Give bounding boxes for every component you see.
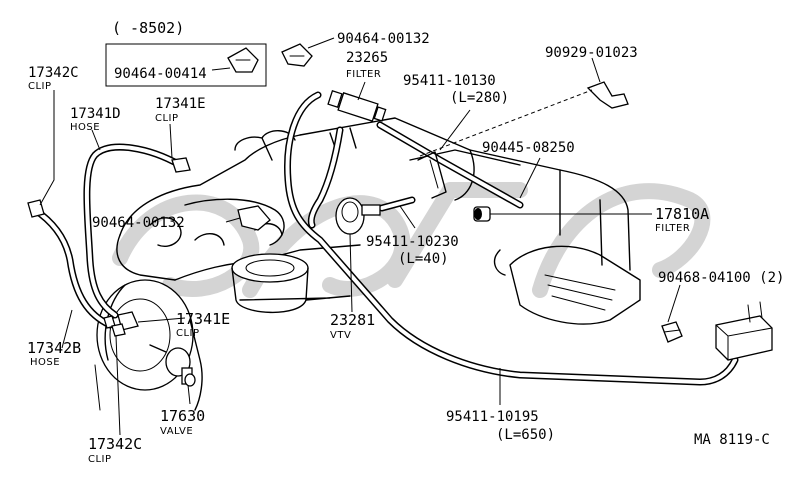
part-number: 90464-00132 <box>92 215 185 231</box>
callout-90445-08250: 90445-08250 <box>482 140 575 156</box>
part-length: (L=280) <box>450 90 509 106</box>
callout-95411-10130: 95411-10130 (L=280) <box>403 73 509 106</box>
callout-90464-00414: 90464-00414 <box>114 66 207 82</box>
part-length: (L=650) <box>496 427 555 443</box>
callout-17810a: 17810A FILTER <box>655 205 709 234</box>
part-name: FILTER <box>655 223 690 234</box>
bracket-90464-00132-top-part <box>281 43 313 67</box>
part-number: 17341D <box>70 106 121 122</box>
bracket-90929-01023-part <box>586 81 629 109</box>
valve-17630-part <box>149 344 196 387</box>
canister-part <box>715 301 773 361</box>
part-name: CLIP <box>176 328 200 339</box>
part-number: 17810A <box>655 205 709 223</box>
filter-23265-part <box>327 89 387 122</box>
vtv-23281-part <box>335 197 381 235</box>
part-number: 17342B <box>27 339 81 357</box>
part-name: FILTER <box>346 69 381 80</box>
callout-17341e-bot: 17341E CLIP <box>176 310 230 339</box>
part-name: CLIP <box>155 113 179 124</box>
hose-17341d <box>83 143 184 319</box>
callout-90929-01023: 90929-01023 <box>545 45 638 61</box>
part-number: 90464-00132 <box>337 31 430 47</box>
callout-90468-04100: 90468-04100 (2) <box>658 270 784 286</box>
callout-17630: 17630 VALVE <box>160 407 205 437</box>
callout-23281: 23281 VTV <box>330 311 375 341</box>
callout-23265: 23265 FILTER <box>346 50 388 80</box>
part-name: CLIP <box>28 81 52 92</box>
hose-right-upper <box>376 121 524 209</box>
watermark <box>112 182 711 298</box>
date-range-label: ( -8502) <box>112 19 184 37</box>
part-number: 17342C <box>28 65 79 81</box>
bracket-90464-00132-mid-part <box>237 205 271 231</box>
part-number: 17341E <box>155 96 206 112</box>
part-number: 17341E <box>176 310 230 328</box>
leader-lines <box>39 37 681 436</box>
callout-17341d: 17341D HOSE <box>70 106 121 133</box>
clip-17342c-bot-part <box>111 323 126 337</box>
part-length: (L=40) <box>398 251 449 267</box>
part-number: 95411-10130 <box>403 73 496 89</box>
part-number: 95411-10230 <box>366 234 459 250</box>
engine-manifold <box>94 117 641 411</box>
part-number: 90929-01023 <box>545 45 638 61</box>
part-number: 95411-10195 <box>446 409 539 425</box>
figure-id: MA 8119-C <box>694 432 770 448</box>
hose-95411-10130 <box>307 126 344 229</box>
callout-17342b: 17342B HOSE <box>27 339 81 368</box>
part-name: HOSE <box>30 357 60 368</box>
part-number: 90468-04100 (2) <box>658 270 784 286</box>
callout-17341e-top: 17341E CLIP <box>155 96 206 124</box>
dashed-reference-line <box>419 89 593 157</box>
callout-17342c-top: 17342C CLIP <box>28 65 79 92</box>
part-number: 23281 <box>330 311 375 329</box>
date-box: ( -8502) <box>105 19 267 87</box>
hose-95411-10230 <box>378 196 416 212</box>
filter-17810a-part <box>473 206 491 222</box>
part-number: 17630 <box>160 407 205 425</box>
bracket-90445-08250-part <box>417 151 447 199</box>
part-number: 17342C <box>88 435 142 453</box>
hose-95411-10195 <box>284 91 739 386</box>
callout-90464-00132-mid: 90464-00132 <box>92 215 185 231</box>
callout-17342c-bot: 17342C CLIP <box>88 435 142 465</box>
clip-17341e-top-part <box>171 157 191 173</box>
part-number: 90464-00414 <box>114 66 207 82</box>
part-number: 90445-08250 <box>482 140 575 156</box>
hose-17342b <box>31 206 114 329</box>
bracket-90464-00414-part <box>227 47 259 73</box>
callout-95411-10230: 95411-10230 (L=40) <box>366 234 459 267</box>
callout-90464-00132-top: 90464-00132 <box>337 31 430 47</box>
part-number: 23265 <box>346 50 388 66</box>
part-name: VALVE <box>160 426 193 437</box>
part-name: VTV <box>330 330 351 341</box>
clip-90468-04100-part <box>661 321 683 343</box>
callout-95411-10195: 95411-10195 (L=650) <box>446 409 555 443</box>
part-name: HOSE <box>70 122 100 133</box>
part-name: CLIP <box>88 454 112 465</box>
